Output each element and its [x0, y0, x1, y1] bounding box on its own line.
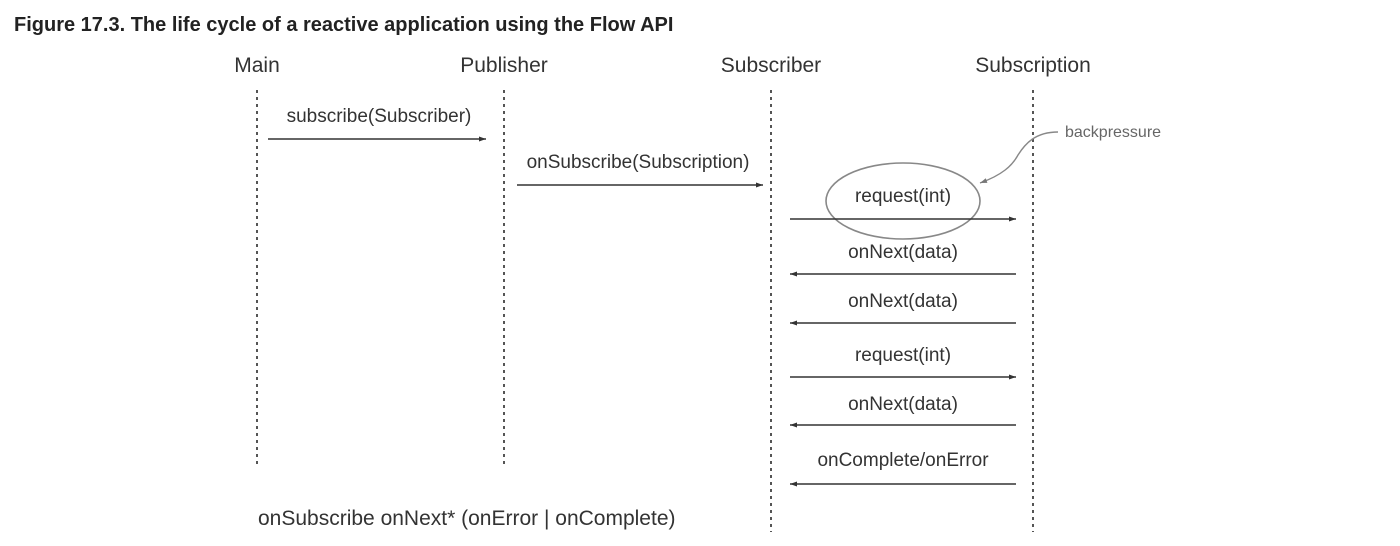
backpressure-label: backpressure [1065, 124, 1161, 141]
message-label-onnext-2: onNext(data) [848, 291, 958, 312]
message-label-onnext-1: onNext(data) [848, 242, 958, 263]
message-label-subscribe: subscribe(Subscriber) [287, 106, 472, 127]
message-label-request-1: request(int) [855, 186, 951, 207]
message-label-request-2: request(int) [855, 345, 951, 366]
backpressure-highlight-ellipse [825, 162, 981, 240]
lane-label-main: Main [234, 54, 280, 77]
message-label-onnext-3: onNext(data) [848, 394, 958, 415]
message-label-oncomplete: onComplete/onError [817, 450, 989, 471]
backpressure-pointer [979, 131, 1059, 184]
lane-label-subscriber: Subscriber [721, 54, 821, 77]
lane-label-publisher: Publisher [460, 54, 548, 77]
lane-label-subscription: Subscription [975, 54, 1091, 77]
protocol-grammar: onSubscribe onNext* (onError | onComplet… [258, 507, 676, 530]
message-label-onsubscribe: onSubscribe(Subscription) [527, 152, 750, 173]
figure-caption: Figure 17.3. The life cycle of a reactiv… [14, 14, 674, 36]
